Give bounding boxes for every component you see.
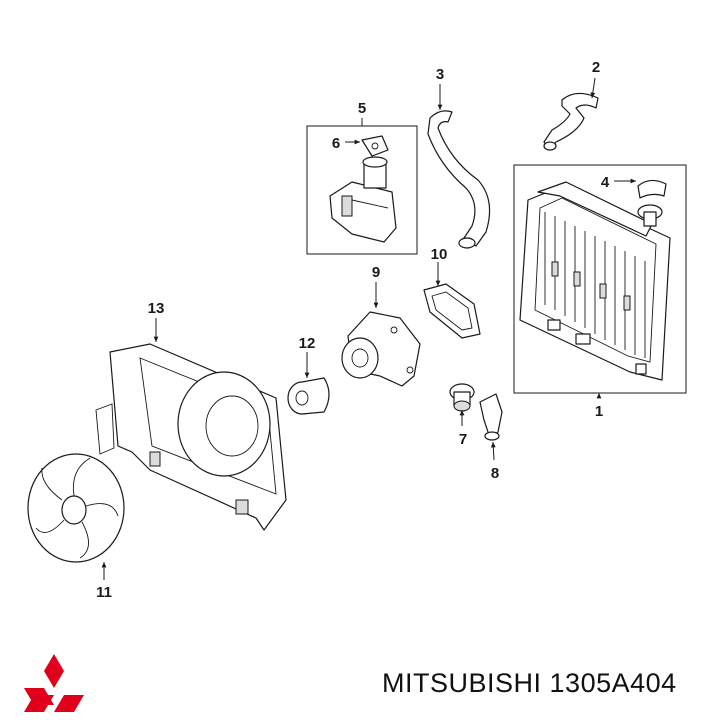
callout-4-label: 4 (601, 174, 610, 191)
radiator-cap-part[interactable] (637, 179, 667, 199)
callout-2-label: 2 (592, 59, 600, 76)
callout-6-label: 6 (332, 135, 340, 152)
callout-4: 4 (601, 174, 636, 191)
callout-12: 12 (299, 335, 316, 378)
callout-1: 1 (595, 393, 603, 420)
callout-11: 11 (96, 562, 112, 601)
lower-hose-part[interactable] (427, 110, 491, 249)
callout-9-label: 9 (372, 264, 380, 281)
part-number: 1305A404 (549, 668, 677, 698)
thermostat-housing-part[interactable] (479, 393, 503, 441)
callout-1-label: 1 (595, 403, 603, 420)
fan-part[interactable] (27, 453, 125, 563)
callout-13: 13 (148, 300, 165, 342)
part-caption: MITSUBISHI 1305A404 (382, 668, 677, 699)
callout-5: 5 (358, 100, 366, 126)
water-pump-part[interactable] (341, 311, 421, 387)
callout-8: 8 (491, 441, 499, 482)
callout-12-label: 12 (299, 335, 316, 352)
callout-7-label: 7 (459, 431, 467, 448)
fan-clutch-part[interactable] (287, 377, 330, 415)
radiator-part[interactable] (519, 181, 671, 381)
callout-11-label: 11 (96, 584, 112, 601)
brand-name: MITSUBISHI (382, 668, 542, 698)
thermostat-part[interactable] (449, 383, 475, 412)
callout-5-label: 5 (358, 100, 366, 117)
gasket-part[interactable] (423, 283, 481, 339)
callout-10: 10 (431, 246, 448, 286)
callout-10-label: 10 (431, 246, 448, 263)
callout-13-label: 13 (148, 300, 165, 317)
callout-9: 9 (372, 264, 380, 308)
callout-2: 2 (590, 59, 600, 99)
upper-hose-part[interactable] (543, 92, 599, 151)
callout-3: 3 (436, 66, 444, 110)
callout-6: 6 (332, 135, 360, 152)
reservoir-tank-part[interactable] (329, 156, 397, 243)
callout-8-label: 8 (491, 465, 499, 482)
fan-shroud-part[interactable] (95, 343, 287, 531)
reservoir-cap-part[interactable] (361, 135, 389, 157)
callout-7: 7 (459, 410, 467, 448)
mitsubishi-logo (24, 654, 84, 712)
callout-3-label: 3 (436, 66, 444, 83)
